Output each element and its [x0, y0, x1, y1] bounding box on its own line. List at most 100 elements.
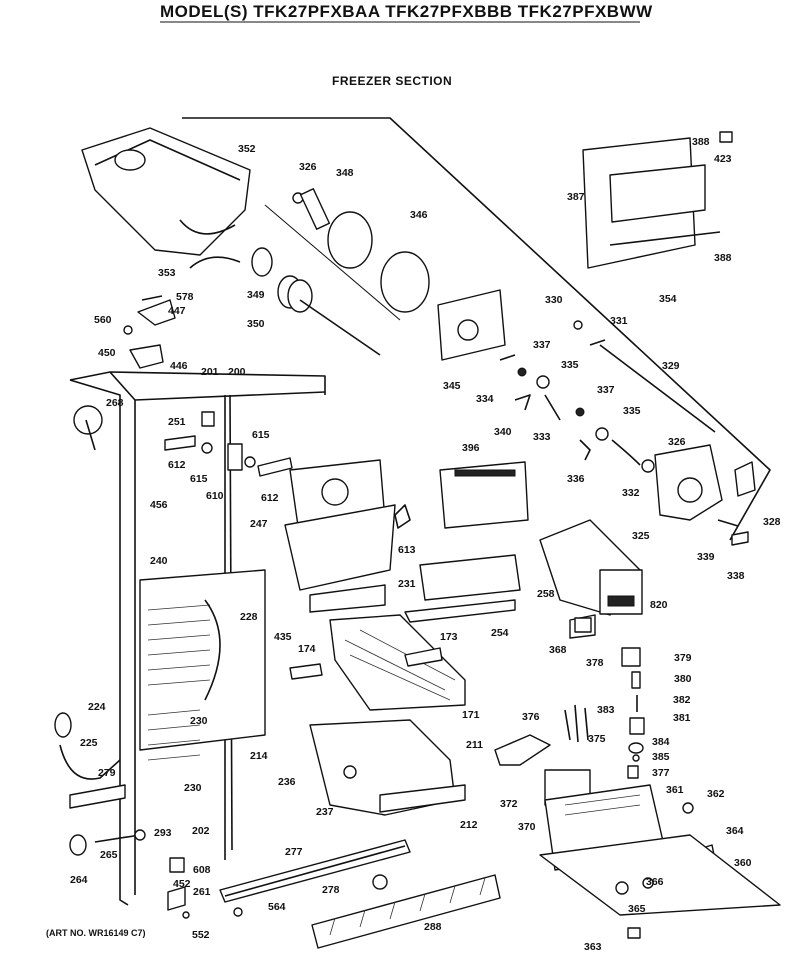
section-title: FREEZER SECTION [332, 74, 453, 88]
callout-615a: 615 [252, 429, 270, 441]
callout-388b: 388 [714, 252, 732, 264]
callout-578: 578 [176, 291, 194, 303]
callout-362: 362 [707, 788, 725, 800]
callout-447: 447 [168, 305, 186, 317]
callout-552: 552 [192, 929, 210, 941]
callout-224: 224 [88, 701, 106, 713]
callout-345: 345 [443, 380, 461, 392]
callout-329: 329 [662, 360, 680, 372]
callout-388a: 388 [692, 136, 710, 148]
callout-230b: 230 [184, 782, 202, 794]
base-grille-part [311, 874, 501, 949]
callout-228: 228 [240, 611, 258, 623]
callout-352: 352 [238, 143, 256, 155]
callout-212: 212 [460, 819, 478, 831]
control-board-part [439, 461, 529, 529]
drain-parts [54, 712, 126, 809]
flapper-bracket-part [437, 289, 506, 361]
roller-parts [69, 829, 146, 856]
callout-349: 349 [247, 289, 265, 301]
callout-225: 225 [80, 737, 98, 749]
callout-446: 446 [170, 360, 188, 372]
callout-376: 376 [522, 711, 540, 723]
callout-326a: 326 [299, 161, 317, 173]
callout-237: 237 [316, 806, 334, 818]
callout-173: 173 [440, 631, 458, 643]
hinge-parts [167, 857, 190, 919]
callout-354: 354 [659, 293, 677, 305]
callout-338: 338 [727, 570, 745, 582]
callout-382: 382 [673, 694, 691, 706]
callout-334: 334 [476, 393, 494, 405]
art-number: (ART NO. WR16149 C7) [46, 928, 146, 938]
callout-450: 450 [98, 347, 116, 359]
callout-330: 330 [545, 294, 563, 306]
auger-assembly-part [251, 188, 430, 356]
slide-rail-part [219, 839, 411, 917]
callout-423: 423 [714, 153, 732, 165]
door-bin-part [309, 719, 466, 816]
callout-612a: 612 [168, 459, 186, 471]
callout-258: 258 [537, 588, 555, 600]
auger-motor-part [641, 444, 723, 521]
callout-456: 456 [150, 499, 168, 511]
fan-shroud-part [284, 459, 411, 613]
callout-365: 365 [628, 903, 646, 915]
callout-268: 268 [106, 397, 124, 409]
callout-328: 328 [763, 516, 781, 528]
callout-339: 339 [697, 551, 715, 563]
callout-353: 353 [158, 267, 176, 279]
callout-564: 564 [268, 901, 286, 913]
callout-277: 277 [285, 846, 303, 858]
diagram-title: MODEL(S) TFK27PFXBAA TFK27PFXBBB TFK27PF… [160, 2, 653, 21]
callout-377: 377 [652, 767, 670, 779]
callout-615b: 615 [190, 473, 208, 485]
callout-387: 387 [567, 191, 585, 203]
callout-261: 261 [193, 886, 211, 898]
callout-381: 381 [673, 712, 691, 724]
callout-350: 350 [247, 318, 265, 330]
callout-361: 361 [666, 784, 684, 796]
callout-247: 247 [250, 518, 268, 530]
callout-348: 348 [336, 167, 354, 179]
callout-214: 214 [250, 750, 268, 762]
light-switch-part [73, 405, 103, 451]
evaporator-part [139, 569, 266, 761]
motor-mount-parts [717, 461, 756, 546]
callout-236: 236 [278, 776, 296, 788]
callout-608: 608 [193, 864, 211, 876]
callout-385: 385 [652, 751, 670, 763]
callout-372: 372 [500, 798, 518, 810]
callout-240: 240 [150, 555, 168, 567]
callout-340: 340 [494, 426, 512, 438]
callout-325: 325 [632, 530, 650, 542]
callout-335b: 335 [623, 405, 641, 417]
callout-200: 200 [228, 366, 246, 378]
callout-613: 613 [398, 544, 416, 556]
callout-171: 171 [462, 709, 480, 721]
callout-265: 265 [100, 849, 118, 861]
callout-278: 278 [322, 884, 340, 896]
callout-435: 435 [274, 631, 292, 643]
callout-383: 383 [597, 704, 615, 716]
callout-331: 331 [610, 315, 628, 327]
callout-332: 332 [622, 487, 640, 499]
callout-384: 384 [652, 736, 670, 748]
callout-370: 370 [518, 821, 536, 833]
callout-378: 378 [586, 657, 604, 669]
callout-396: 396 [462, 442, 480, 454]
callout-174: 174 [298, 643, 316, 655]
callout-360: 360 [734, 857, 752, 869]
callout-279: 279 [98, 767, 116, 779]
callout-452: 452 [173, 878, 191, 890]
shelf-bracket-parts [164, 411, 293, 477]
callout-333: 333 [533, 431, 551, 443]
callout-251: 251 [168, 416, 186, 428]
callout-293: 293 [154, 827, 172, 839]
callout-336: 336 [567, 473, 585, 485]
callout-288: 288 [424, 921, 442, 933]
callout-363: 363 [584, 941, 602, 953]
callout-264: 264 [70, 874, 88, 886]
